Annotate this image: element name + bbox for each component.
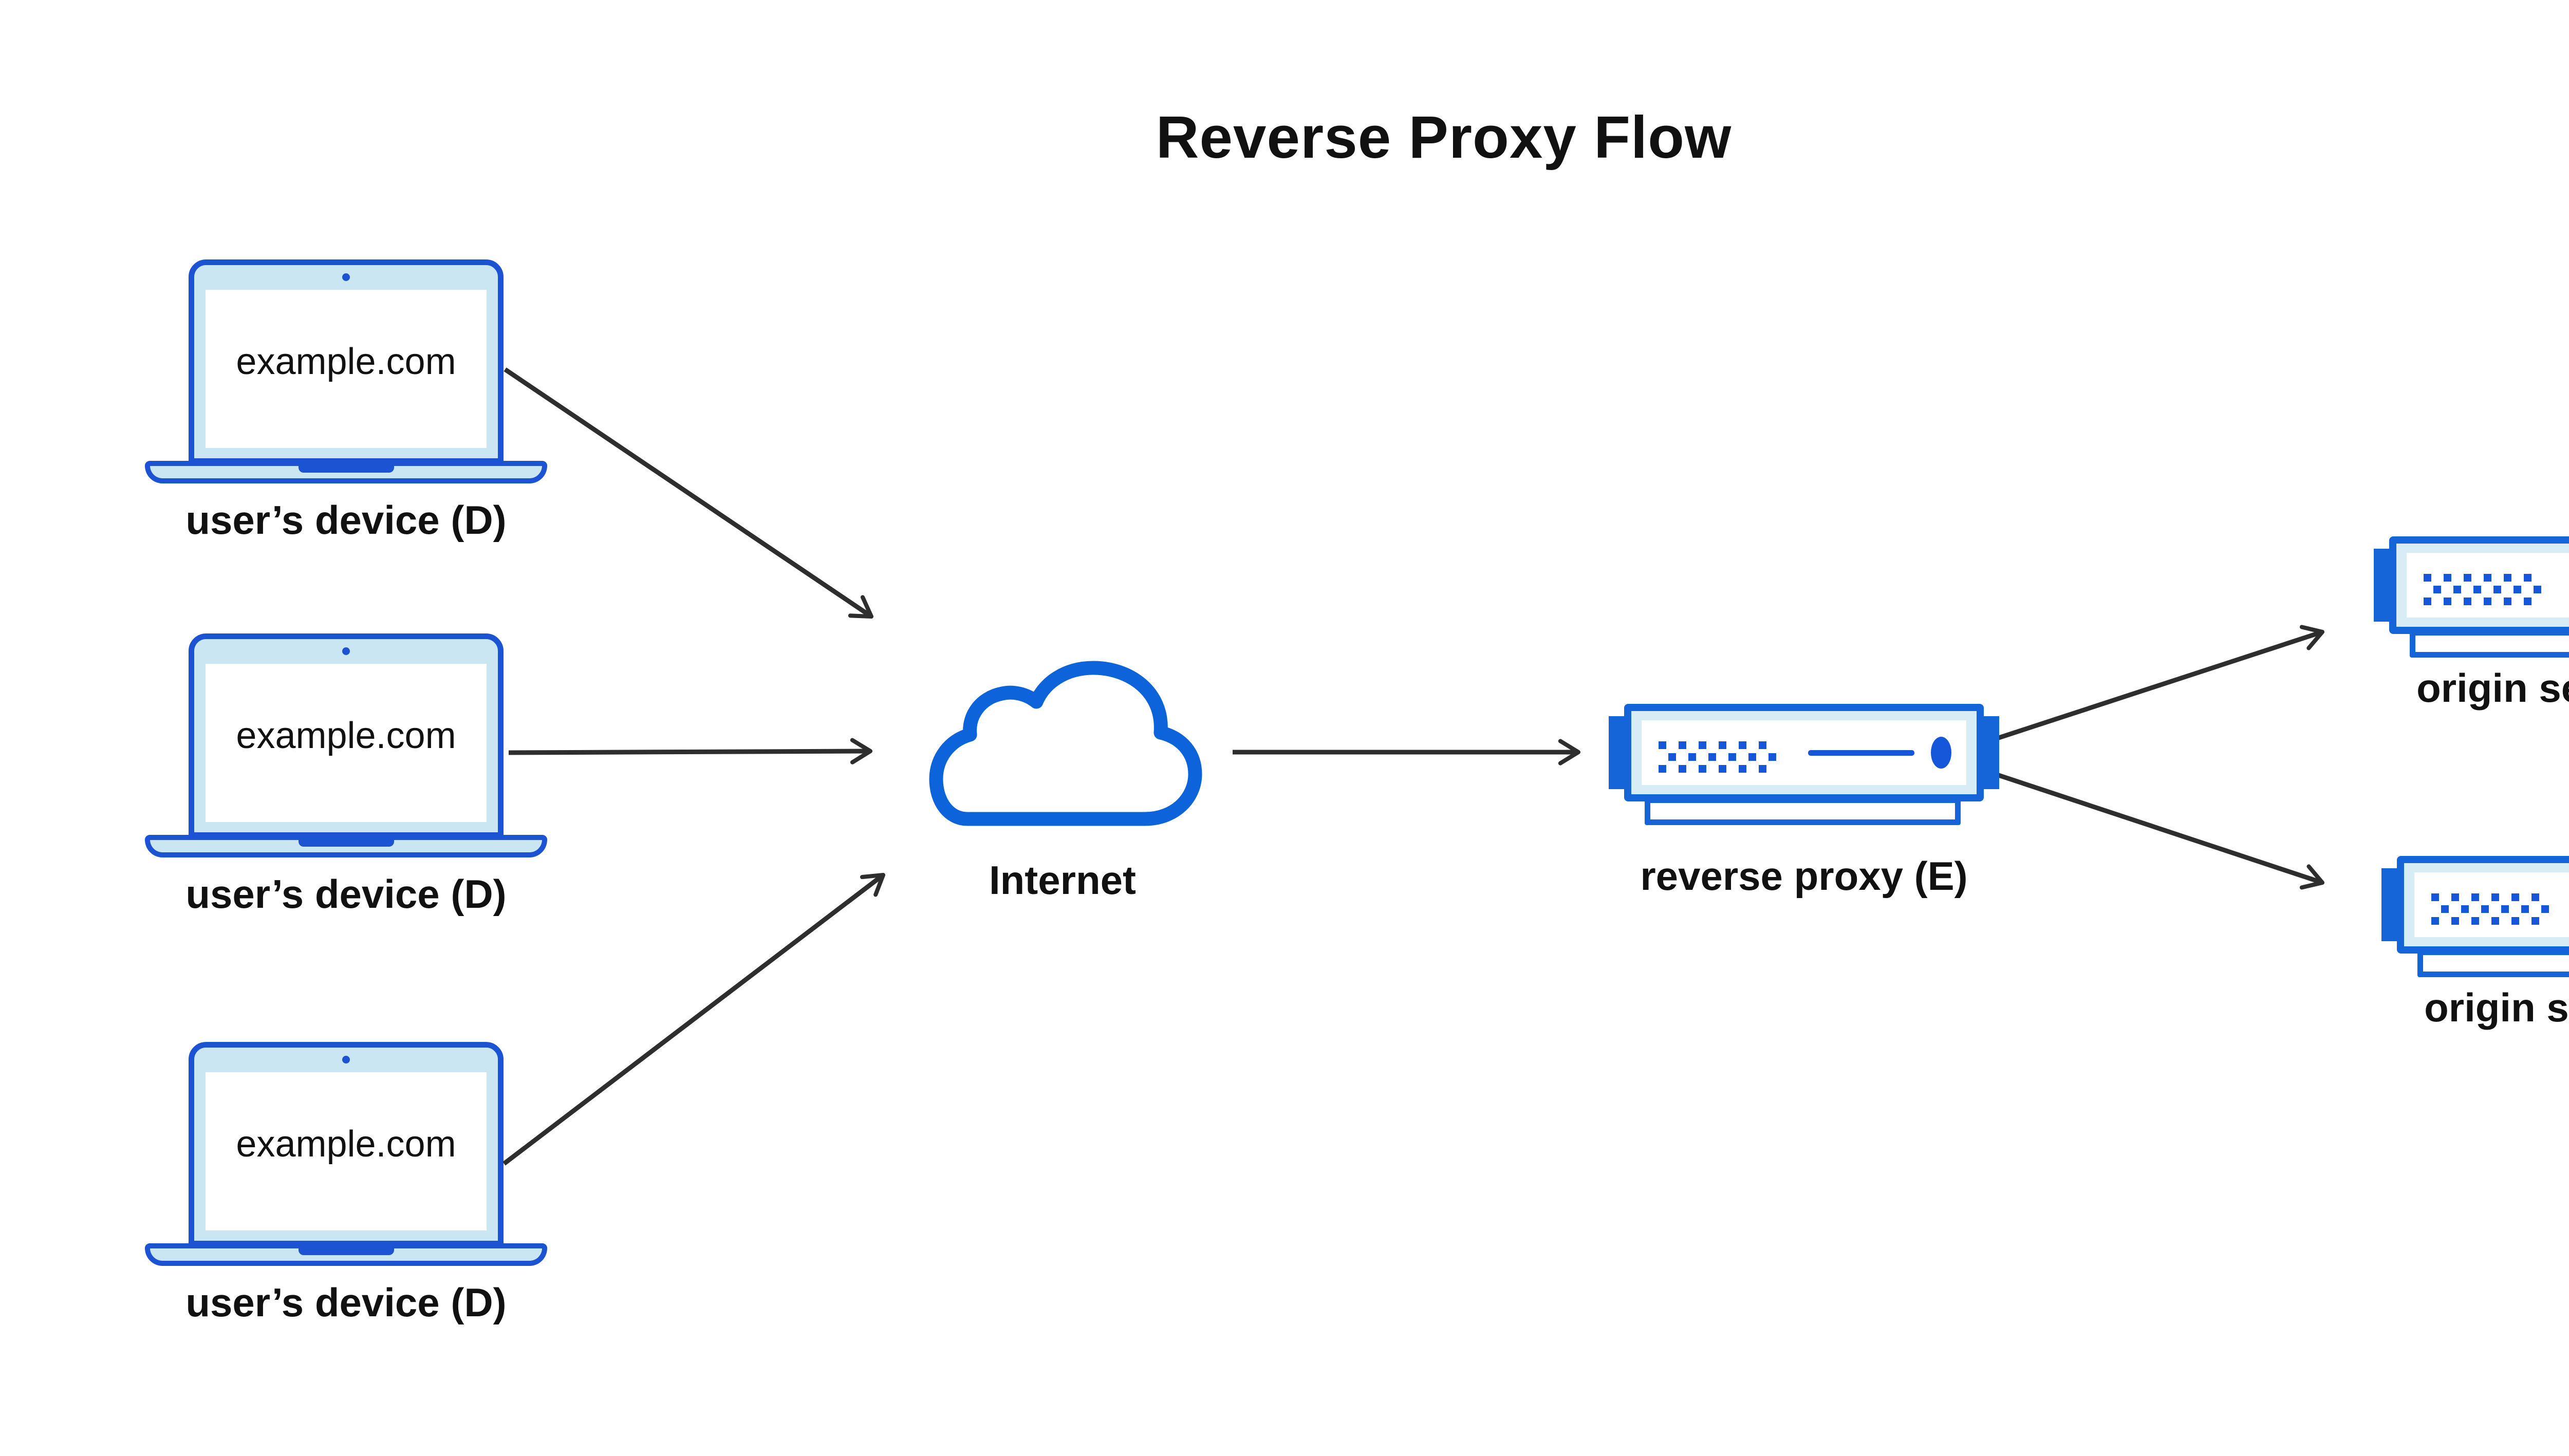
laptop-notch [298,1248,394,1255]
server-face-icon [2424,574,2541,605]
server-power-dot [1931,737,1951,769]
device-label: user’s device (D) [185,871,507,917]
server-chassis [2389,536,2569,634]
laptop-screen: example.com [206,664,487,822]
server-slot-line [1808,750,1914,756]
origin-server-2: origin server (F) [2381,856,2569,1077]
arrow-device2-to-internet [508,738,873,764]
server-shadow [2417,949,2569,977]
user-device-3: example.com user’s device (D) [145,1042,547,1340]
laptop-notch [298,840,394,847]
device-label: user’s device (D) [185,1280,507,1325]
internet-label: Internet [989,857,1137,903]
screen-url-text: example.com [236,715,456,756]
webcam-dot-icon [342,1056,350,1063]
user-device-1: example.com user’s device (D) [145,259,547,557]
laptop-base [145,461,547,483]
user-device-2: example.com user’s device (D) [145,633,547,931]
server-shadow [1645,797,1961,825]
diagram-title: Reverse Proxy Flow [1156,104,1732,171]
origin-server-label: origin server (F) [2416,665,2569,711]
server-face-icon [2431,893,2549,925]
origin-server-label: origin server (F) [2424,985,2569,1030]
cloud-icon [929,661,1202,826]
reverse-proxy-server: reverse proxy (E) [1609,704,1999,925]
server-chassis [1624,704,1984,801]
arrow-proxy-to-origin1 [1991,625,2325,742]
laptop-screen: example.com [206,1072,487,1230]
server-panel [2407,553,2569,618]
laptop-icon: example.com [189,259,504,464]
screen-url-text: example.com [236,1124,456,1165]
arrow-proxy-to-origin2 [1991,771,2325,890]
server-panel [1642,720,1966,785]
internet-cloud [914,645,1212,835]
server-face-icon [1659,737,1951,773]
device-label: user’s device (D) [185,497,507,543]
screen-url-text: example.com [236,341,456,382]
server-vent-dots [2424,574,2541,605]
webcam-dot-icon [342,273,350,281]
server-chassis [2397,856,2569,954]
server-panel [2414,872,2569,937]
laptop-base [145,1243,547,1266]
laptop-screen: example.com [206,290,487,448]
reverse-proxy-label: reverse proxy (E) [1640,853,1968,899]
server-shadow [2410,630,2569,658]
origin-server-1: origin server (F) [2374,536,2569,757]
server-vent-dots [2431,893,2549,925]
cloud-shape [929,661,1202,826]
laptop-icon: example.com [189,1042,504,1246]
server-vent-dots [1659,741,1776,773]
laptop-notch [298,466,394,473]
webcam-dot-icon [342,647,350,655]
laptop-base [145,835,547,857]
arrow-device3-to-internet [502,872,886,1166]
arrow-device1-to-internet [504,367,874,619]
laptop-icon: example.com [189,633,504,838]
